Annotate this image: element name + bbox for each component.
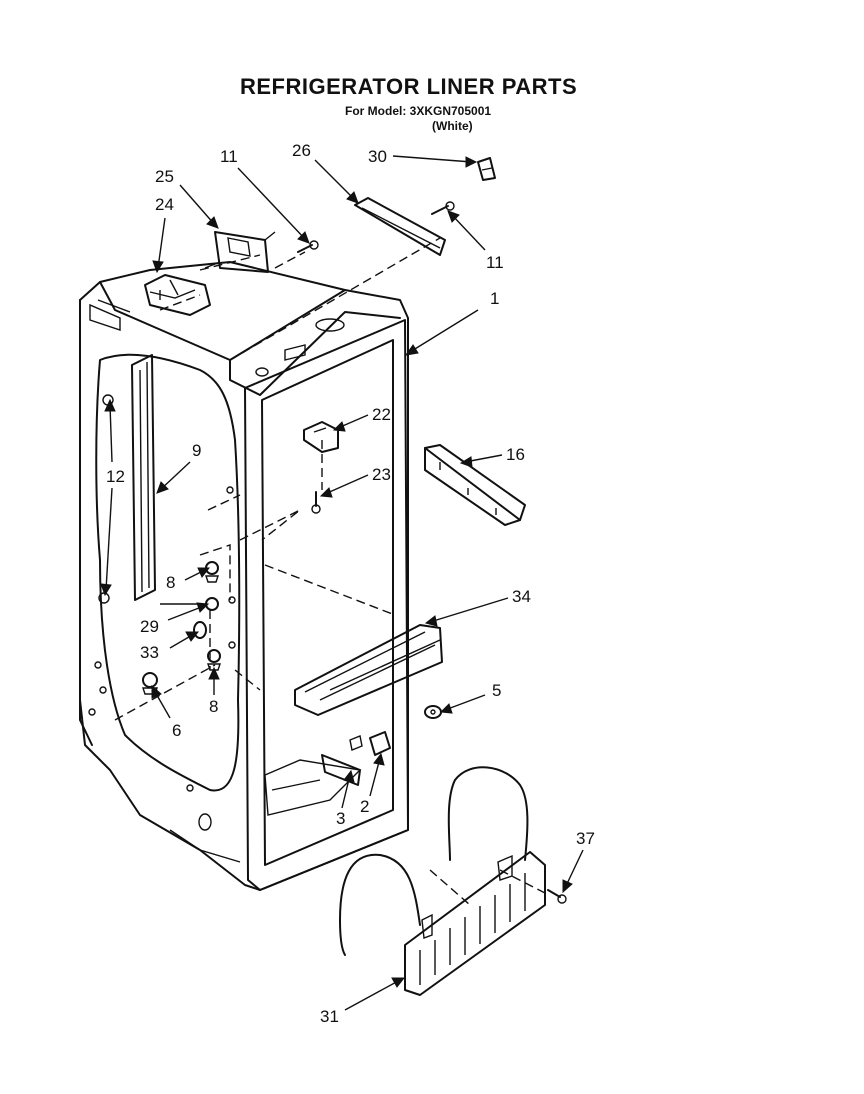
liner-body	[79, 261, 409, 891]
part-22-bracket	[303, 421, 339, 453]
callout-6: 6	[172, 721, 181, 740]
callout-25: 25	[155, 167, 174, 186]
page-title: REFRIGERATOR LINER PARTS	[240, 74, 578, 99]
callout-37: 37	[576, 829, 595, 848]
callout-33: 33	[140, 643, 159, 662]
callout-5: 5	[492, 681, 501, 700]
part-33-bulb	[193, 621, 207, 639]
callout-26: 26	[292, 141, 311, 160]
callout-29: 29	[140, 617, 159, 636]
part-23-screw	[311, 491, 321, 514]
callout-24: 24	[155, 195, 174, 214]
part-24-control-housing	[144, 274, 211, 316]
model-number: For Model: 3XKGN705001	[345, 104, 492, 118]
callout-1: 1	[490, 289, 499, 308]
callout-12: 12	[106, 467, 125, 486]
callout-11-right: 11	[486, 253, 504, 272]
model-color: (White)	[432, 119, 473, 133]
part-25-bracket	[204, 231, 276, 273]
screw-11-left	[297, 240, 319, 253]
callout-labels: 30 26 11 11 25 24 1 22 23 16 34 5 9 12 8…	[106, 141, 595, 1026]
part-34-cover	[294, 624, 443, 716]
part-31-heater	[339, 766, 546, 996]
screw-11-right	[431, 201, 455, 215]
callout-11-left: 11	[220, 147, 238, 166]
vertical-rail	[131, 354, 156, 601]
part-8-upper-light-socket	[205, 561, 219, 583]
part-2-bracket	[349, 731, 391, 756]
part-29-switch	[160, 597, 219, 611]
callout-3: 3	[336, 809, 345, 828]
part-37-screw	[547, 889, 567, 904]
callout-8-upper: 8	[166, 573, 175, 592]
callout-34: 34	[512, 587, 531, 606]
callout-9: 9	[192, 441, 201, 460]
callout-31: 31	[320, 1007, 339, 1026]
part-26-top-rail	[354, 197, 446, 256]
callout-30: 30	[368, 147, 387, 166]
part-16-channel	[424, 444, 526, 526]
part-8-lower-light-socket	[207, 649, 221, 671]
callout-23: 23	[372, 465, 391, 484]
callout-leaders	[100, 155, 584, 1011]
callout-16: 16	[506, 445, 525, 464]
callout-2: 2	[360, 797, 369, 816]
part-3-bracket	[321, 754, 361, 786]
callout-22: 22	[372, 405, 391, 424]
part-30-clip	[477, 157, 496, 181]
assembly-guide-lines	[159, 237, 546, 906]
callout-8-lower: 8	[209, 697, 218, 716]
part-5-nut	[424, 705, 442, 719]
